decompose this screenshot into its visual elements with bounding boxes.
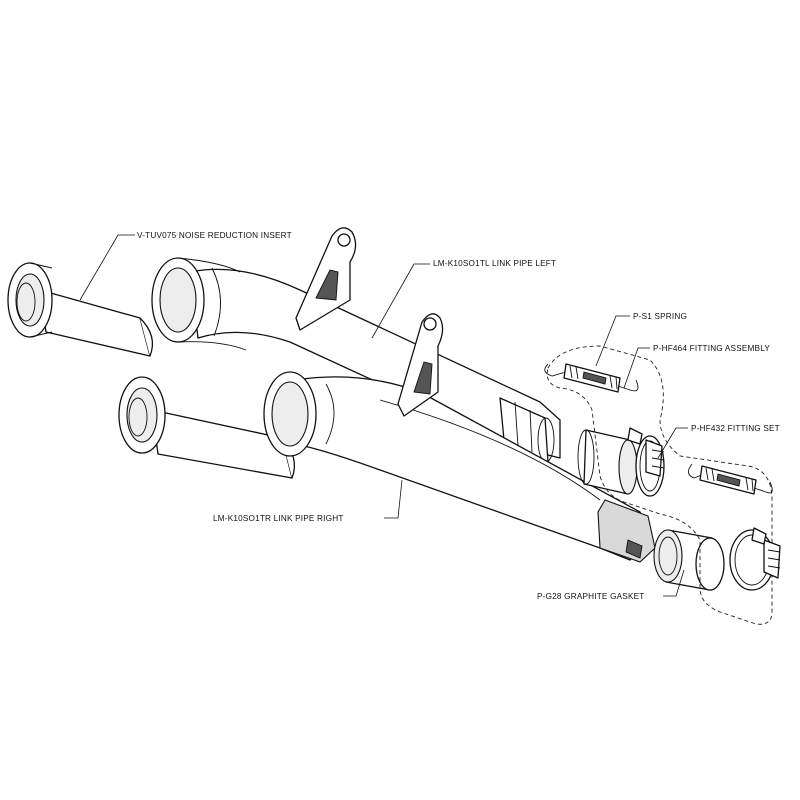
- spring-lower: [688, 463, 773, 495]
- label-spring: P-S1 SPRING: [633, 312, 687, 321]
- label-fitting-assembly: P-HF464 FITTING ASSEMBLY: [653, 344, 770, 353]
- noise-reduction-insert-upper: [7, 262, 154, 357]
- noise-reduction-insert-lower: [118, 376, 296, 479]
- spring-upper: [544, 363, 639, 393]
- graphite-gasket: [653, 529, 725, 591]
- label-graphite-gasket: P-G28 GRAPHITE GASKET: [537, 592, 644, 601]
- clamp-upper: [627, 427, 665, 497]
- label-link-pipe-left: LM-K10SO1TL LINK PIPE LEFT: [433, 259, 556, 268]
- leader-lines: [79, 234, 688, 597]
- link-pipe-right: [263, 313, 656, 563]
- connector-sleeve: [577, 429, 638, 495]
- label-noise-reduction-insert: V-TUV075 NOISE REDUCTION INSERT: [137, 231, 292, 240]
- fitting-assembly-group: [546, 345, 773, 625]
- label-fitting-set: P-HF432 FITTING SET: [691, 424, 780, 433]
- link-pipe-left: [151, 227, 561, 463]
- label-link-pipe-right: LM-K10SO1TR LINK PIPE RIGHT: [213, 514, 344, 523]
- clamp-lower: [729, 527, 781, 591]
